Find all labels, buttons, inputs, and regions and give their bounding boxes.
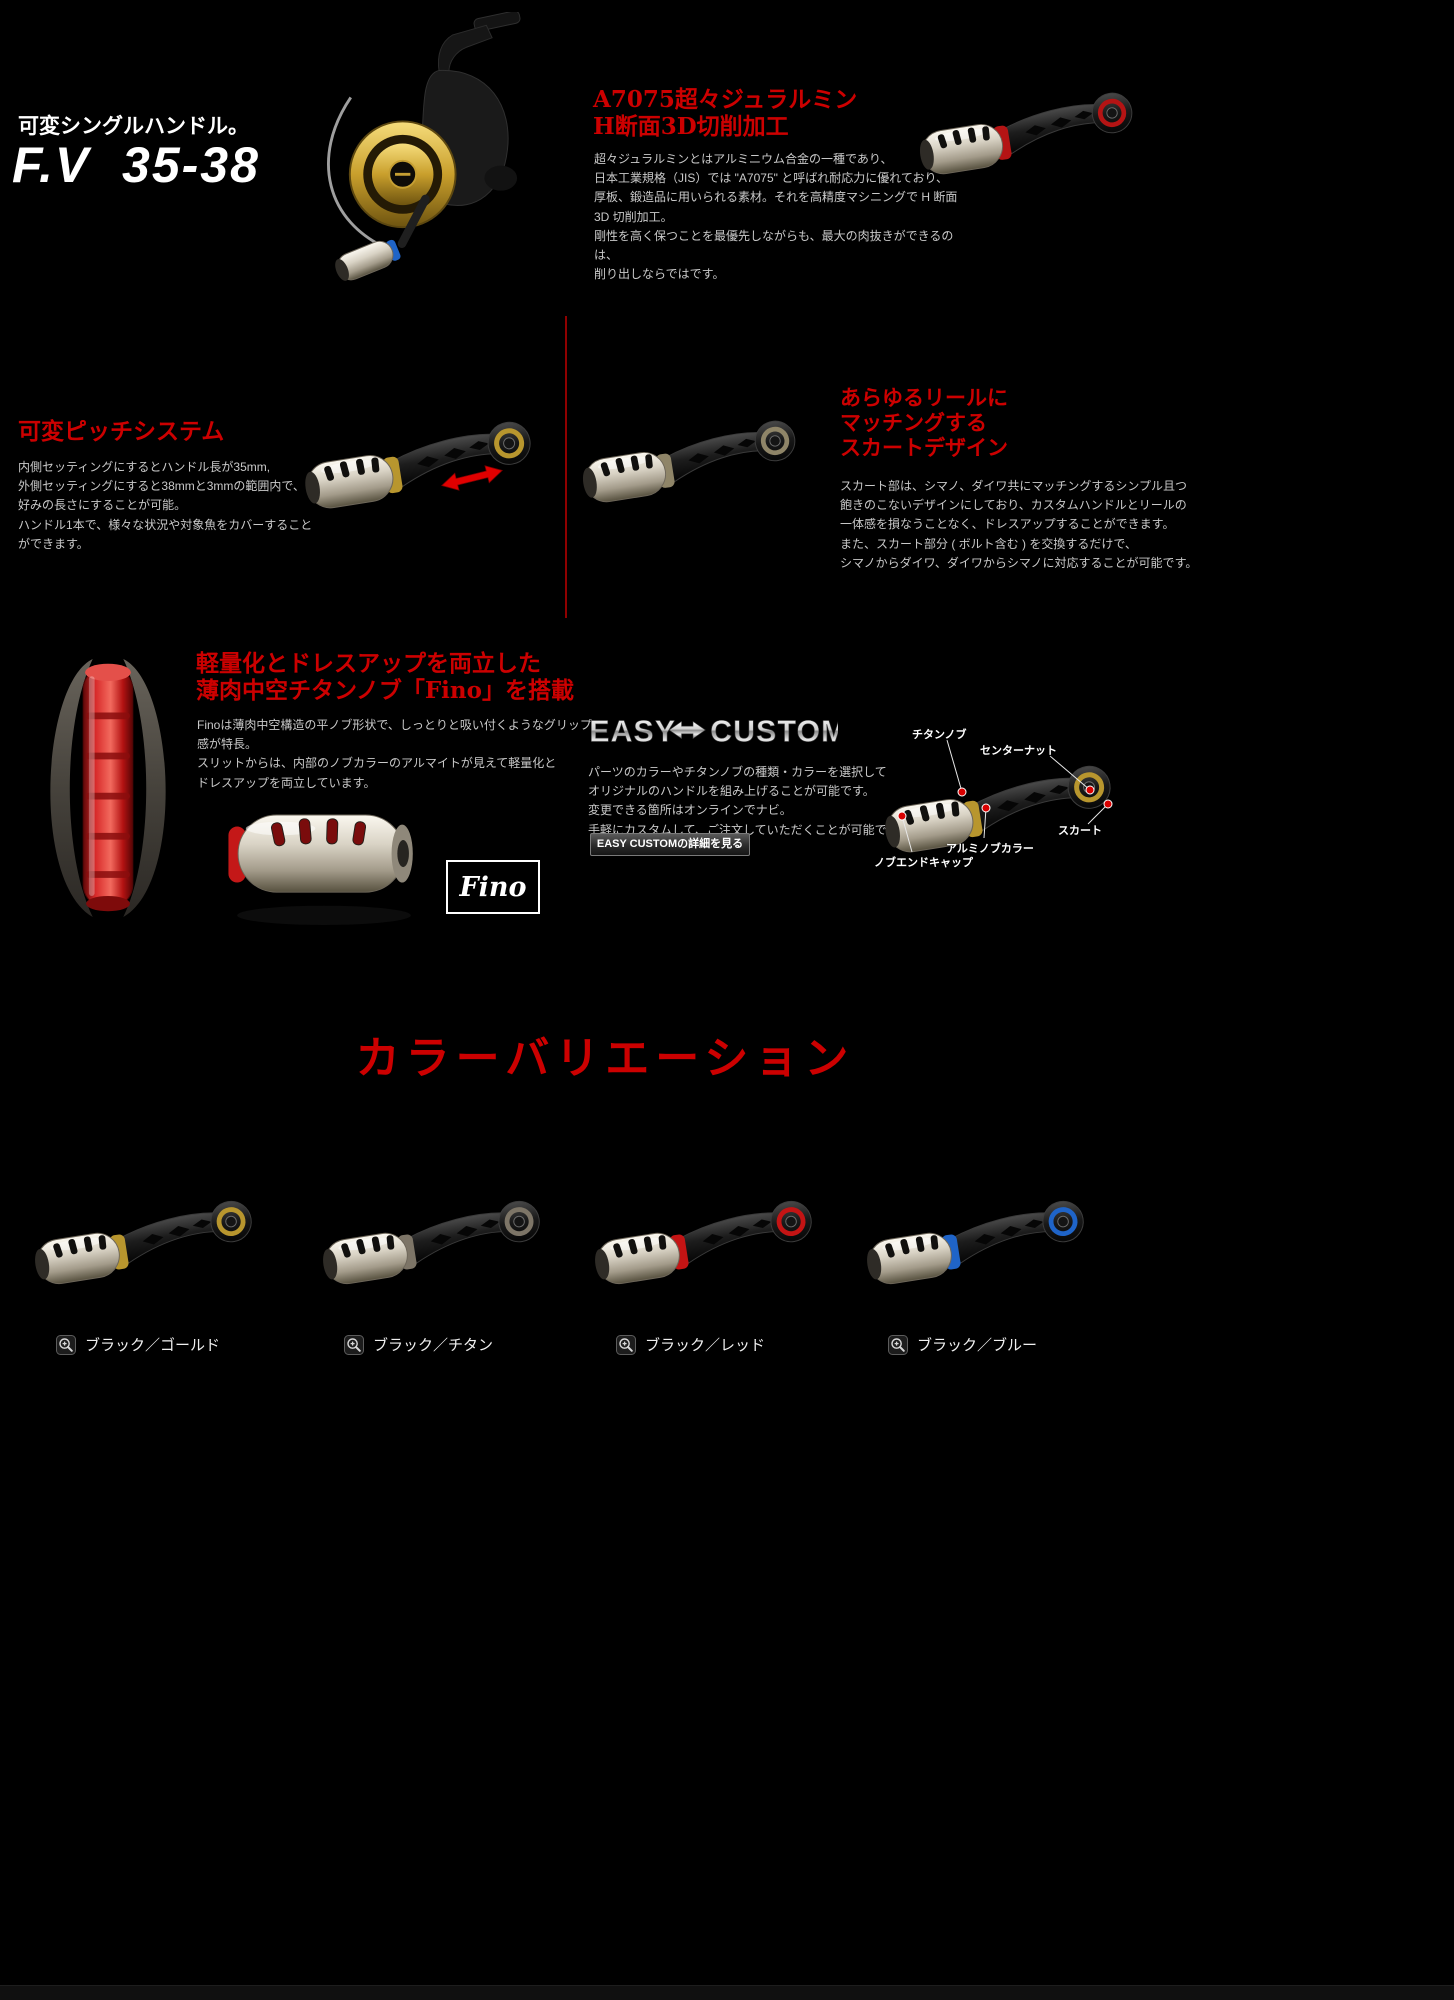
variation-handle-image[interactable] (862, 1178, 1112, 1303)
fino-logo-text: Fino (459, 871, 527, 903)
duralumin-heading-line1: A7075超々ジュラルミン (593, 86, 858, 113)
duralumin-heading-line2: H断面3D切削加工 (593, 113, 789, 141)
variation-label: ブラック／ゴールド (85, 1337, 221, 1354)
variation-handle-image[interactable] (30, 1178, 280, 1303)
callout-center-nut: センターナット (980, 745, 1057, 757)
fino-body: Finoは薄肉中空構造の平ノブ形状で、しっとりと吸い付くようなグリップ感が特長。… (197, 718, 592, 790)
easy-custom-logo: EASY CUSTOM (589, 714, 838, 749)
hero-handle-image (915, 70, 1160, 193)
variation-link-black-gold[interactable]: ブラック／ゴールド (56, 1334, 286, 1355)
spinning-reel-image (327, 10, 521, 281)
variation-link-black-red[interactable]: ブラック／レッド (616, 1334, 846, 1355)
pitch-handle-image (300, 398, 560, 528)
variation-link-black-blue[interactable]: ブラック／ブルー (888, 1334, 1118, 1355)
skirt-body: スカート部は、シマノ、ダイワ共にマッチングするシンプル且つ 飽きのこないデザイン… (840, 479, 1198, 570)
variation-card-black-titanium[interactable]: ブラック／チタン (318, 1178, 574, 1355)
variation-card-black-red[interactable]: ブラック／レッド (590, 1178, 846, 1355)
easy-custom-logo-left: EASY (589, 714, 676, 748)
fino-heading: 軽量化とドレスアップを両立した 薄肉中空チタンノブ「Fino」を搭載 (196, 650, 574, 704)
skirt-heading-line3: スカートデザイン (840, 434, 1008, 460)
skirt-heading-line2: マッチングする (840, 409, 987, 435)
variation-label: ブラック／レッド (645, 1337, 766, 1354)
zoom-icon[interactable] (616, 1334, 636, 1355)
variation-handle-image[interactable] (590, 1178, 840, 1303)
footer-strip (0, 1985, 1454, 2000)
callout-knob-end-cap: ノブエンドキャップ (874, 857, 973, 869)
hero-subtitle: 可変シングルハンドル。 (18, 113, 249, 138)
callout-skirt: スカート (1058, 825, 1102, 837)
variation-link-black-titanium[interactable]: ブラック／チタン (344, 1334, 574, 1355)
variation-card-black-gold[interactable]: ブラック／ゴールド (30, 1178, 286, 1355)
fino-knob-figure (213, 778, 435, 938)
variation-label: ブラック／チタン (373, 1337, 494, 1354)
duralumin-body: 超々ジュラルミンとはアルミニウム合金の一種であり、 日本工業規格（JIS）では … (594, 152, 958, 282)
variation-card-black-blue[interactable]: ブラック／ブルー (862, 1178, 1118, 1355)
duralumin-heading: A7075超々ジュラルミン H断面3D切削加工 (593, 86, 857, 140)
zoom-icon[interactable] (344, 1334, 364, 1355)
fino-logo-badge: Fino (446, 860, 540, 914)
variations-heading: カラーバリエーション (355, 1033, 855, 1084)
zoom-icon[interactable] (56, 1334, 76, 1355)
skirt-handle-image (578, 398, 823, 521)
variation-handle-image[interactable] (318, 1178, 568, 1303)
callout-alumi-knob-collar: アルミノブカラー (946, 843, 1034, 855)
red-knob-shell-image (50, 659, 166, 917)
fino-heading-line2: 薄肉中空チタンノブ「Fino」を搭載 (196, 677, 574, 705)
skirt-heading: あらゆるリールに マッチングする スカートデザイン (840, 385, 1008, 460)
zoom-icon[interactable] (888, 1334, 908, 1355)
product-logo-title: F.V 35-38 (12, 137, 260, 193)
pitch-heading: 可変ピッチシステム (18, 418, 225, 445)
easy-custom-body: パーツのカラーやチタンノブの種類・カラーを選択して オリジナルのハンドルを組み上… (588, 765, 910, 837)
reel-figure (295, 10, 545, 307)
callout-titanium-knob: チタンノブ (912, 729, 967, 741)
section-divider (565, 316, 567, 618)
fino-knob-image (228, 814, 413, 925)
fino-shell-figure (22, 648, 194, 933)
easy-custom-logo-right: CUSTOM (710, 714, 838, 748)
variation-label: ブラック／ブルー (917, 1337, 1038, 1354)
custom-arrows-icon (668, 720, 706, 740)
callout-lines (897, 739, 1113, 853)
custom-parts-figure: チタンノブ センターナット スカート アルミノブカラー ノブエンドキャップ (862, 712, 1162, 882)
easy-custom-detail-button[interactable]: EASY CUSTOMの詳細を見る (590, 833, 750, 856)
double-arrow-icon (441, 465, 503, 491)
pitch-body: 内側セッティングにするとハンドル長が35mm, 外側セッティングにすると38mm… (18, 460, 313, 551)
fino-heading-line1: 軽量化とドレスアップを両立した (196, 650, 541, 677)
skirt-heading-line1: あらゆるリールに (840, 385, 1008, 410)
